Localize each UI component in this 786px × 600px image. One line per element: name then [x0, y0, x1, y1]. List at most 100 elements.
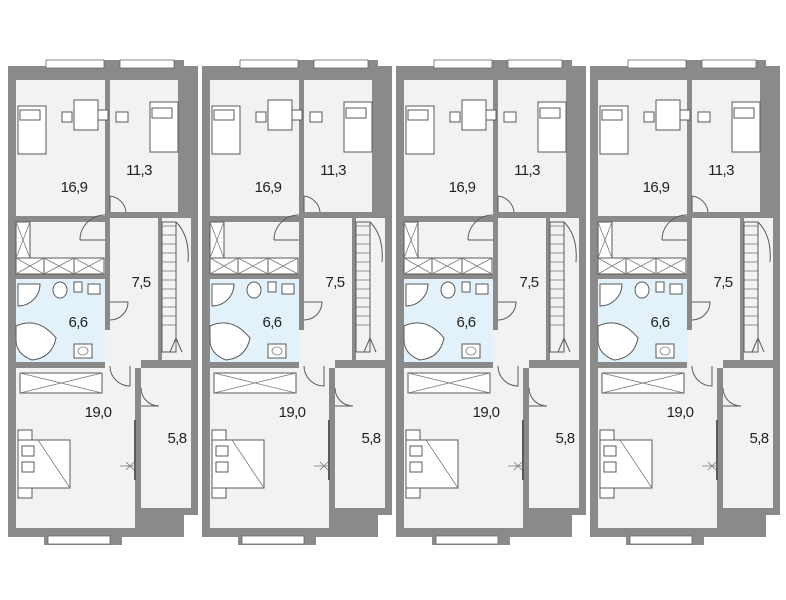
bathroom-area-label: 6,6 [262, 314, 281, 331]
corner-shower-icon [599, 283, 623, 307]
desk-icon [73, 99, 99, 131]
window [313, 59, 369, 69]
staircase-icon [743, 221, 771, 353]
window [45, 59, 105, 69]
door-arc [79, 214, 106, 241]
nightstand-icon [211, 487, 227, 499]
door-arc [109, 365, 131, 387]
bathroom-area-label: 6,6 [68, 314, 87, 331]
nightstand-icon [405, 429, 421, 441]
fan-icon [702, 461, 718, 471]
hall-floor [110, 218, 158, 360]
hall-area-label: 7,5 [713, 274, 732, 291]
sink-icon [655, 343, 675, 359]
door-arc [303, 301, 323, 321]
dressing-floor [723, 368, 773, 508]
staircase-icon [549, 221, 577, 353]
hall-floor [304, 218, 352, 360]
window [433, 59, 493, 69]
chair-icon [115, 111, 129, 123]
unit-4: 16,911,37,56,619,05,8 [590, 59, 780, 545]
sink-icon [267, 343, 287, 359]
hall-area-label: 7,5 [325, 274, 344, 291]
door-arc [109, 195, 127, 213]
bathtub-icon [403, 322, 445, 361]
hall-area-label: 7,5 [519, 274, 538, 291]
hall-floor [692, 218, 740, 360]
door-arc [497, 301, 517, 321]
hall-floor [498, 218, 546, 360]
window [701, 59, 757, 69]
nightstand-icon [17, 487, 33, 499]
toilet-icon [440, 281, 456, 299]
door-arc [467, 214, 494, 241]
corner-shower-icon [17, 283, 41, 307]
master-bedroom-area-label: 19,0 [279, 404, 306, 421]
bedroom-1-area-label: 16,9 [61, 179, 88, 196]
sink-icon [73, 343, 93, 359]
nightstand-icon [599, 487, 615, 499]
corner-shower-icon [211, 283, 235, 307]
window [241, 535, 305, 545]
bedroom-2-area-label: 11,3 [126, 162, 152, 179]
bedroom-1-area-label: 16,9 [643, 179, 670, 196]
sink-icon [461, 343, 481, 359]
door-arc [303, 365, 325, 387]
bedroom-1-area-label: 16,9 [255, 179, 282, 196]
toilet-icon [634, 281, 650, 299]
door-arc [691, 301, 711, 321]
nightstand-icon [599, 429, 615, 441]
door-arc [497, 195, 515, 213]
window [627, 59, 687, 69]
closet-area-label: 5,8 [749, 430, 768, 447]
window [435, 535, 499, 545]
desk-icon [461, 99, 487, 131]
staircase-icon [355, 221, 383, 353]
master-bedroom-area-label: 19,0 [473, 404, 500, 421]
unit-1: 16,911,37,56,619,05,8 [8, 59, 198, 545]
window [239, 59, 299, 69]
toilet-icon [246, 281, 262, 299]
door-arc [722, 387, 742, 407]
chair-icon [255, 111, 267, 123]
fan-icon [120, 461, 136, 471]
door-arc [497, 365, 519, 387]
window [629, 535, 693, 545]
corridor-floor [105, 330, 141, 368]
door-arc [528, 387, 548, 407]
corridor-floor [493, 330, 529, 368]
dressing-floor [141, 368, 191, 508]
closet-area-label: 5,8 [361, 430, 380, 447]
chair-icon [679, 109, 691, 121]
bathtub-icon [597, 322, 639, 361]
door-arc [661, 214, 688, 241]
bedroom-2-area-label: 11,3 [320, 162, 346, 179]
master-bedroom-area-label: 19,0 [667, 404, 694, 421]
window [47, 535, 111, 545]
chair-icon [291, 109, 303, 121]
staircase-icon [161, 221, 189, 353]
door-arc [303, 195, 321, 213]
chair-icon [697, 111, 711, 123]
nightstand-icon [211, 429, 227, 441]
closet-area-label: 5,8 [555, 430, 574, 447]
door-arc [273, 214, 300, 241]
corner-shower-icon [405, 283, 429, 307]
unit-3: 16,9 11,3 7,5 6,6 19,0 5,8 [396, 59, 586, 545]
door-arc [109, 301, 129, 321]
chair-icon [97, 109, 109, 121]
bathroom-area-label: 6,6 [456, 314, 475, 331]
washing-machine-icon [87, 283, 101, 295]
nightstand-icon [405, 487, 421, 499]
bedroom-2-area-label: 11,3 [514, 162, 540, 179]
washing-machine-icon [281, 283, 295, 295]
hall-area-label: 7,5 [131, 274, 150, 291]
toilet-icon [52, 281, 68, 299]
window [119, 59, 175, 69]
bedroom-1-area-label: 16,9 [449, 179, 476, 196]
closet-area-label: 5,8 [167, 430, 186, 447]
bathtub-icon [209, 322, 251, 361]
dressing-floor [529, 368, 579, 508]
nightstand-icon [17, 429, 33, 441]
